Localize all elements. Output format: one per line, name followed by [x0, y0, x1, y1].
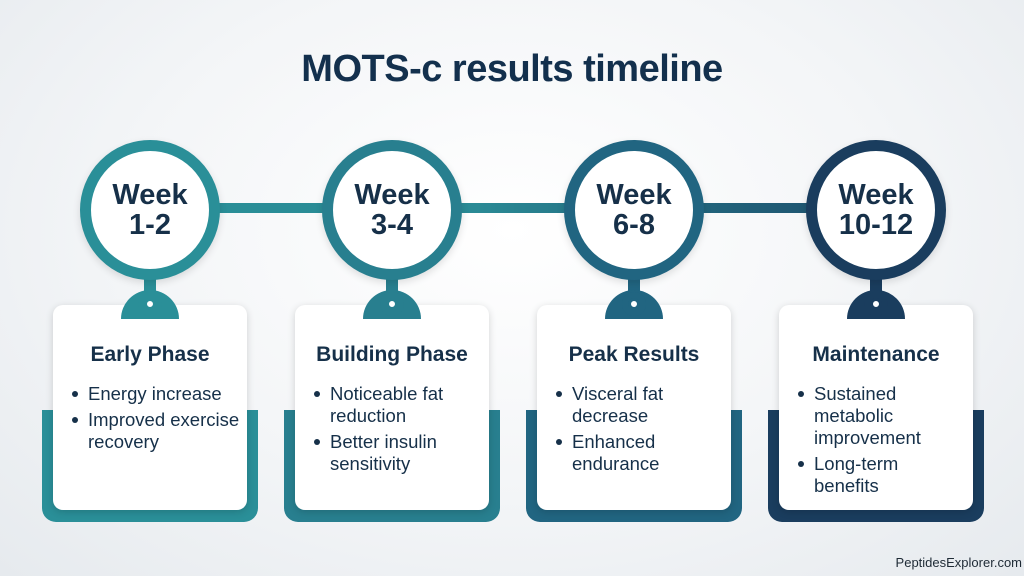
week-range: 6-8 [613, 209, 655, 241]
week-circle: Week 6-8 [564, 140, 704, 280]
week-circle: Week 3-4 [322, 140, 462, 280]
benefit-list: Noticeable fat reduction Better insulin … [314, 383, 483, 479]
week-label: Week [112, 179, 188, 211]
benefit-item: Better insulin sensitivity [314, 431, 483, 475]
week-circle: Week 1-2 [80, 140, 220, 280]
phase-title: Maintenance [812, 343, 940, 366]
week-label: Week [838, 179, 914, 211]
phase-title: Building Phase [316, 343, 468, 366]
benefit-item: Energy increase [72, 383, 241, 405]
week-label: Week [354, 179, 430, 211]
benefit-list: Energy increase Improved exercise recove… [72, 383, 241, 457]
week-range: 3-4 [371, 209, 413, 241]
timeline-stage-week-6-8: Week 6-8 Peak Results Visceral fat decre… [514, 0, 754, 576]
benefit-list: Visceral fat decrease Enhanced endurance [556, 383, 725, 479]
phase-title: Early Phase [90, 343, 210, 366]
benefit-item: Sustained metabolic improvement [798, 383, 967, 449]
timeline-stage-week-1-2: Week 1-2 Early Phase Energy increase Imp… [30, 0, 270, 576]
benefit-item: Improved exercise recovery [72, 409, 241, 453]
benefit-item: Enhanced endurance [556, 431, 725, 475]
phase-card: Maintenance Sustained metabolic improvem… [779, 305, 973, 510]
week-range: 1-2 [129, 209, 171, 241]
week-circle: Week 10-12 [806, 140, 946, 280]
connector-node-icon [138, 292, 162, 316]
connector-node-icon [622, 292, 646, 316]
timeline-connector [150, 203, 875, 213]
connector-node-icon [864, 292, 888, 316]
week-range: 10-12 [838, 209, 914, 241]
benefit-item: Visceral fat decrease [556, 383, 725, 427]
connector-node-icon [380, 292, 404, 316]
benefit-item: Noticeable fat reduction [314, 383, 483, 427]
phase-card: Early Phase Energy increase Improved exe… [53, 305, 247, 510]
phase-card: Building Phase Noticeable fat reduction … [295, 305, 489, 510]
site-watermark: PeptidesExplorer.com [895, 555, 1022, 570]
timeline-stage-week-10-12: Week 10-12 Maintenance Sustained metabol… [756, 0, 996, 576]
page-title: MOTS-c results timeline [301, 48, 723, 90]
phase-card: Peak Results Visceral fat decrease Enhan… [537, 305, 731, 510]
phase-title: Peak Results [568, 343, 700, 366]
benefit-list: Sustained metabolic improvement Long-ter… [798, 383, 967, 501]
week-label: Week [596, 179, 672, 211]
benefit-item: Long-term benefits [798, 453, 967, 497]
timeline-stage-week-3-4: Week 3-4 Building Phase Noticeable fat r… [272, 0, 512, 576]
